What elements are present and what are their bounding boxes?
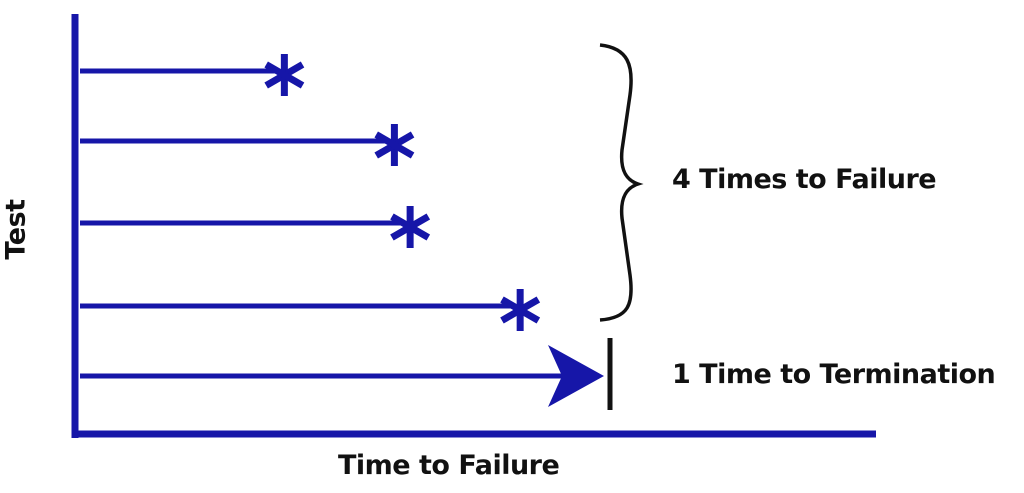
y-axis-label: Test — [0, 199, 32, 260]
asterisk-icon — [390, 213, 431, 241]
asterisk-icon — [500, 296, 541, 324]
brace-icon — [599, 43, 644, 322]
failure-label: 4 Times to Failure — [672, 164, 937, 195]
termination-label: 1 Time to Termination — [672, 359, 996, 390]
asterisk-icon — [374, 131, 415, 159]
asterisk-icon — [264, 61, 305, 89]
x-axis-label: Time to Failure — [338, 450, 560, 481]
arrowhead-icon — [548, 345, 604, 407]
